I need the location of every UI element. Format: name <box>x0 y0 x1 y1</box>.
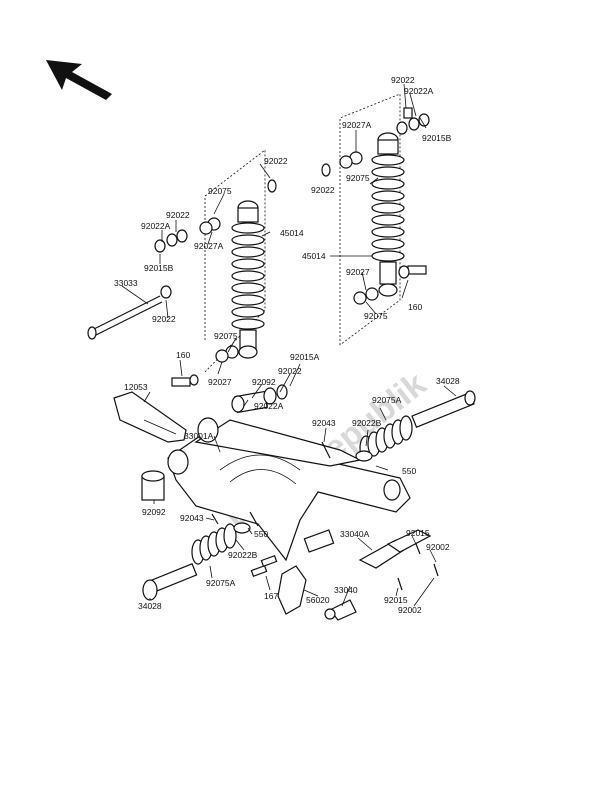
label-92022: 92022 <box>264 156 288 166</box>
label-550: 550 <box>254 529 268 539</box>
label-45014: 45014 <box>302 251 326 261</box>
label-160: 160 <box>176 350 190 360</box>
leader-lines <box>121 83 457 607</box>
label-92027: 92027 <box>208 377 232 387</box>
label-92027A: 92027A <box>194 241 224 251</box>
label-92075: 92075 <box>346 173 370 183</box>
label-34028: 34028 <box>138 601 162 611</box>
label-92022: 92022 <box>152 314 176 324</box>
chain-adjuster-parts <box>277 529 439 621</box>
label-92015A: 92015A <box>290 352 320 362</box>
label-12053: 12053 <box>124 382 148 392</box>
label-92015B: 92015B <box>144 263 174 273</box>
label-92002: 92002 <box>426 542 450 552</box>
label-92022: 92022 <box>278 366 302 376</box>
label-92015B: 92015B <box>422 133 452 143</box>
left-shock-absorber <box>87 149 277 387</box>
right-pivot-assembly <box>355 390 476 462</box>
label-33001A: 33001A <box>184 431 214 441</box>
label-56020: 56020 <box>306 595 330 605</box>
label-92022B: 92022B <box>352 418 382 428</box>
front-direction-arrow-icon <box>46 60 112 100</box>
label-92092: 92092 <box>142 507 166 517</box>
label-92027: 92027 <box>346 267 370 277</box>
label-92022: 92022 <box>311 185 335 195</box>
label-92022: 92022 <box>391 75 415 85</box>
label-92002: 92002 <box>398 605 422 615</box>
label-92092: 92092 <box>252 377 276 387</box>
label-33033: 33033 <box>114 278 138 288</box>
label-92015: 92015 <box>406 528 430 538</box>
label-92022: 92022 <box>166 210 190 220</box>
label-45014: 45014 <box>280 228 304 238</box>
label-33040: 33040 <box>334 585 358 595</box>
label-92043: 92043 <box>312 418 336 428</box>
label-92027A: 92027A <box>342 120 372 130</box>
left-pivot-assembly <box>142 513 278 601</box>
part-labels: 92022 92022A 92027A 92015B 92022 92075 9… <box>114 75 460 615</box>
label-92022A: 92022A <box>254 401 284 411</box>
label-92075: 92075 <box>214 331 238 341</box>
label-92015: 92015 <box>384 595 408 605</box>
label-92075A: 92075A <box>372 395 402 405</box>
label-92043: 92043 <box>180 513 204 523</box>
right-shock-absorber <box>321 93 430 346</box>
swing-arm <box>113 384 411 562</box>
label-92075A: 92075A <box>206 578 236 588</box>
label-33040A: 33040A <box>340 529 370 539</box>
label-92022B: 92022B <box>228 550 258 560</box>
label-92075: 92075 <box>364 311 388 321</box>
label-92022A: 92022A <box>141 221 171 231</box>
label-34028: 34028 <box>436 376 460 386</box>
label-92022A: 92022A <box>404 86 434 96</box>
label-550: 550 <box>402 466 416 476</box>
label-167: 167 <box>264 591 278 601</box>
label-160: 160 <box>408 302 422 312</box>
label-92075: 92075 <box>208 186 232 196</box>
